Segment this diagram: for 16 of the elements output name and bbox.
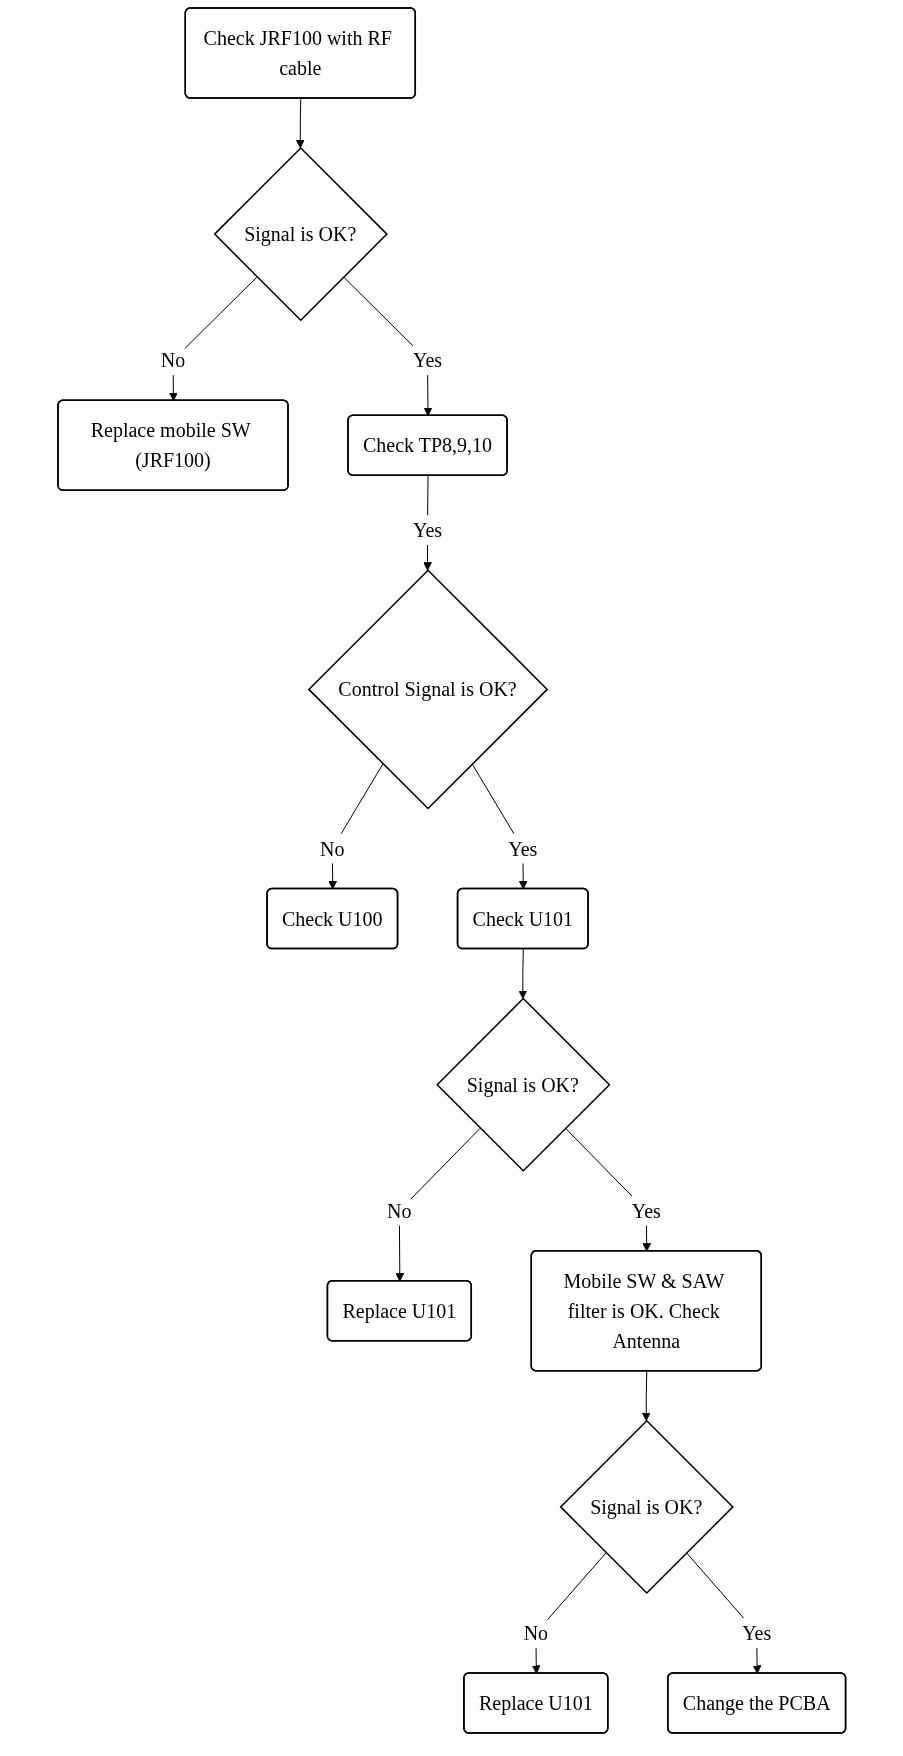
edge-label: No [386,1199,412,1222]
node-diamond: Signal is OK? [213,146,388,322]
arrow [641,1370,651,1422]
node-diamond: Signal is OK? [559,1419,734,1595]
edge-label: Yes [741,1622,771,1644]
node-diamond: Control Signal is OK? [307,569,548,810]
edge-label: No [160,349,185,372]
arrow [518,948,527,999]
node-diamond: Signal is OK? [435,997,611,1172]
edge-label: Yes [412,349,442,372]
edge-label: No [319,837,345,860]
edge-label: Yes [507,837,538,860]
edge-label: Yes [412,519,442,542]
edge-label: No [523,1622,548,1644]
arrow [295,98,305,149]
edge-label: Yes [631,1199,661,1222]
